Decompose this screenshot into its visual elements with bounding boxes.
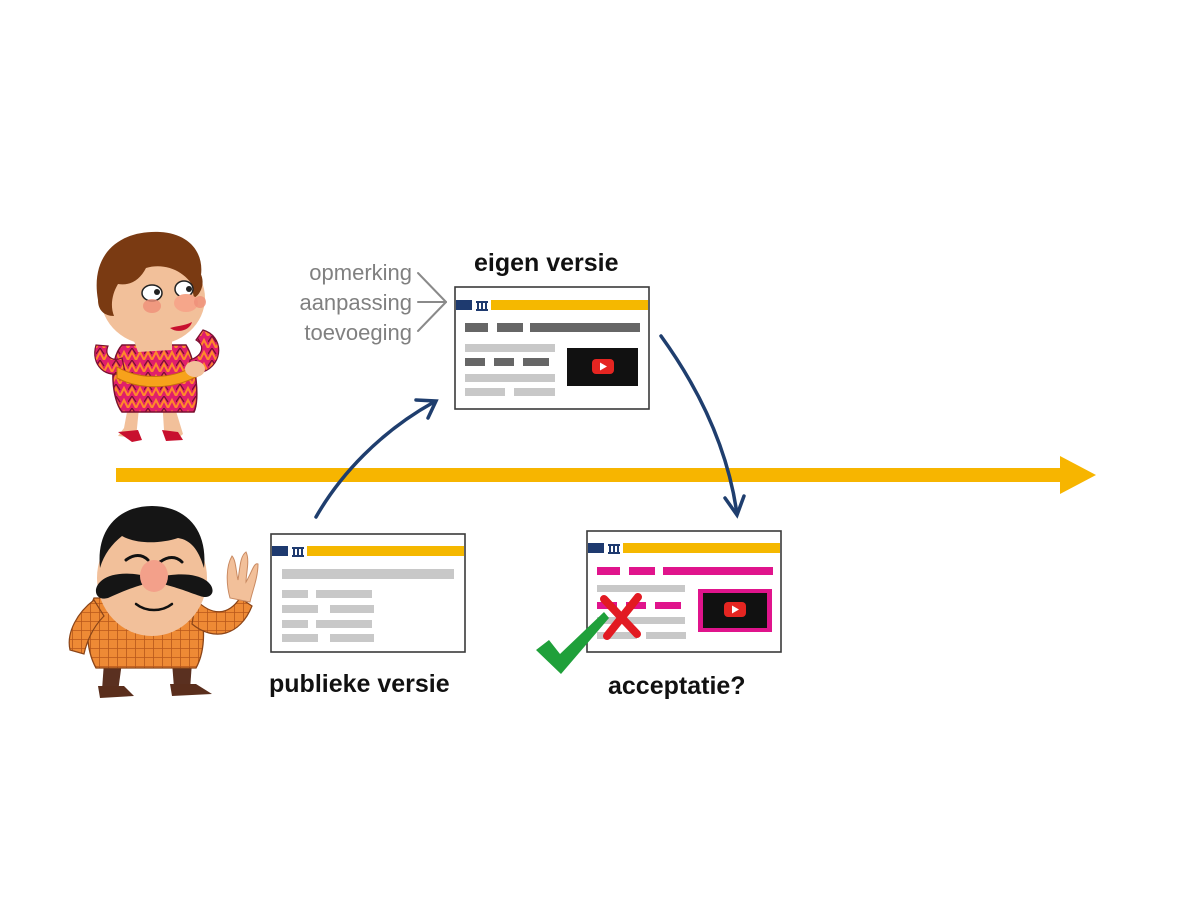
woman-character <box>94 231 220 442</box>
own-version-page <box>454 286 650 410</box>
government-logo-icon <box>608 544 620 554</box>
acceptance-page <box>586 530 782 653</box>
cross-icon <box>600 593 642 640</box>
public-version-page <box>270 533 466 653</box>
checkmark-icon <box>536 612 609 674</box>
video-play-icon <box>724 602 746 617</box>
public-version-label: publieke versie <box>269 670 450 698</box>
arrow-to-acceptance <box>659 334 746 519</box>
own-version-label: eigen versie <box>474 249 619 277</box>
video-play-icon <box>592 359 614 374</box>
notes-bracket-arrow <box>417 272 447 332</box>
note-remark: opmerking <box>309 260 412 285</box>
man-character <box>68 506 259 698</box>
acceptance-label: acceptatie? <box>608 672 746 700</box>
note-adjustment: aanpassing <box>299 290 412 315</box>
government-logo-icon <box>292 547 304 557</box>
government-logo-icon <box>476 301 488 311</box>
note-addition: toevoeging <box>304 320 412 345</box>
arrow-to-own-version <box>314 398 439 519</box>
timeline-arrow <box>116 456 1096 494</box>
